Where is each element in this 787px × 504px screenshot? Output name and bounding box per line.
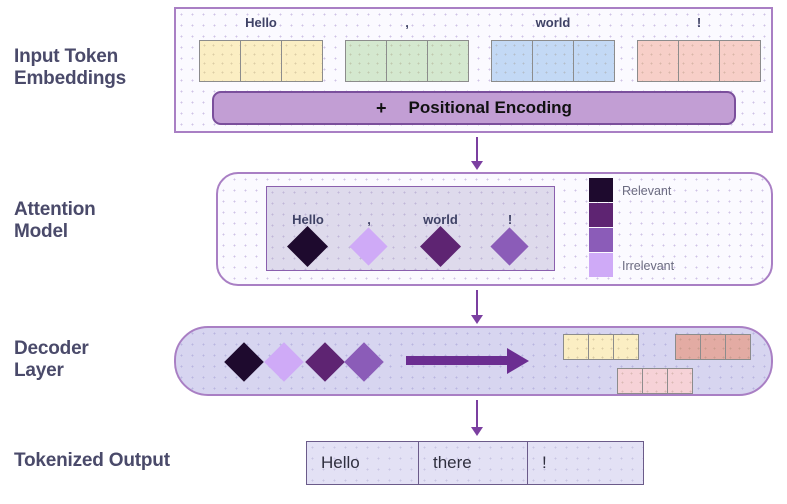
input-embedding-group-hello [199,40,323,82]
legend-swatch-mid [589,228,613,252]
embedding-cell [667,368,693,394]
attention-token-label-comma: , [367,212,371,227]
decoder-arrow-line [406,356,508,365]
output-cell-there[interactable]: there [418,441,528,485]
embedding-cell [675,334,701,360]
positional-encoding-label: Positional Encoding [408,98,572,117]
legend-swatch-relevant [589,178,613,202]
attention-token-label-exclamation: ! [507,212,513,227]
output-cell-hello[interactable]: Hello [306,441,419,485]
attention-token-label-world: world [423,212,458,227]
embedding-cell [637,40,679,82]
input-token-label-exclamation: ! [696,15,702,30]
legend-label-relevant: Relevant [622,184,672,198]
embedding-cell [240,40,282,82]
embedding-cell [491,40,533,82]
embedding-cell [427,40,469,82]
embedding-cell [281,40,323,82]
tokenized-output-table: Hello there ! [306,441,644,485]
decoder-embedding-group-yellow [563,334,639,360]
input-embedding-group-comma [345,40,469,82]
decoder-embedding-group-salmon [675,334,751,360]
positional-encoding-bar[interactable]: + Positional Encoding [212,91,736,125]
row-label-decoder-layer: Decoder Layer [14,338,89,382]
input-embedding-group-world [491,40,615,82]
output-cell-exclamation[interactable]: ! [527,441,644,485]
embedding-cell [678,40,720,82]
embedding-cell [700,334,726,360]
plus-icon: + [376,97,387,118]
row-label-tokenized-output: Tokenized Output [14,450,170,471]
legend-swatch-deep [589,203,613,227]
embedding-cell [725,334,751,360]
legend-label-irrelevant: Irrelevant [622,259,675,273]
embedding-cell [199,40,241,82]
decoder-arrow-head-icon [507,348,529,374]
input-token-label-comma: , [405,15,409,30]
row-label-attention-model: Attention Model [14,199,96,243]
decoder-embedding-group-pink [617,368,693,394]
embedding-cell [617,368,643,394]
connector-arrow-2-icon [471,315,483,324]
embedding-cell [345,40,387,82]
input-embedding-group-exclamation [637,40,761,82]
embedding-cell [386,40,428,82]
connector-line-1 [476,137,478,162]
row-label-input-token-embeddings: Input Token Embeddings [14,46,127,90]
embedding-cell [563,334,589,360]
attention-token-label-hello: Hello [292,212,324,227]
input-token-label-world: world [535,15,571,30]
legend-swatch-irrelevant [589,253,613,277]
connector-arrow-3-icon [471,427,483,436]
embedding-cell [613,334,639,360]
connector-arrow-1-icon [471,161,483,170]
embedding-cell [573,40,615,82]
embedding-cell [642,368,668,394]
embedding-cell [532,40,574,82]
embedding-cell [588,334,614,360]
input-token-label-hello: Hello [245,15,277,30]
connector-line-3 [476,400,478,428]
embedding-cell [719,40,761,82]
connector-line-2 [476,290,478,316]
